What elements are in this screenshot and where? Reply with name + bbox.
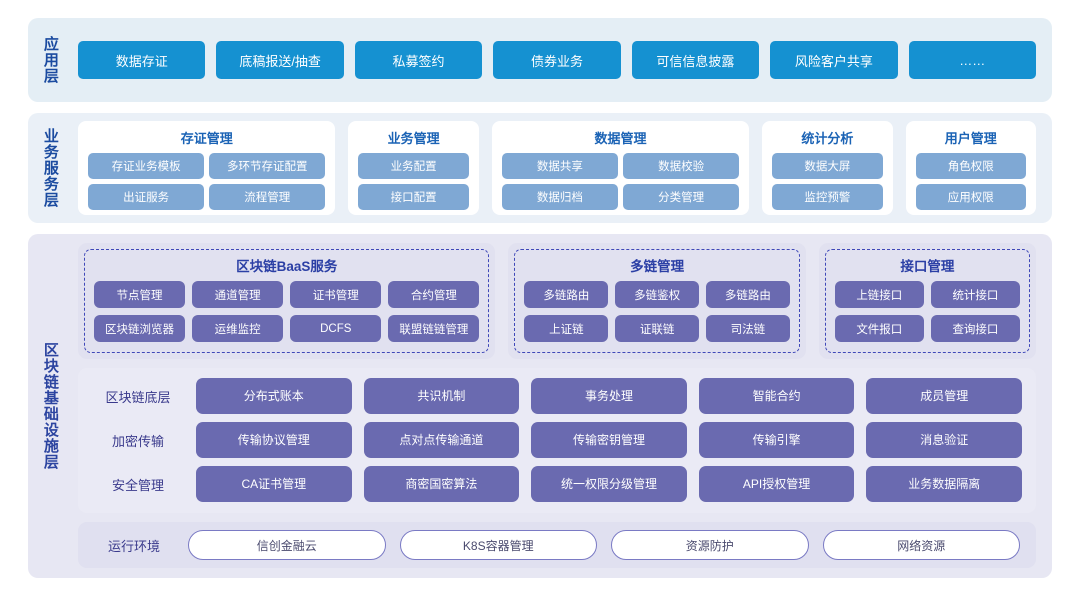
business-card-title: 统计分析: [801, 131, 854, 146]
business-card-title: 存证管理: [180, 131, 233, 146]
matrix-chain-1[interactable]: 共识机制: [363, 378, 520, 414]
interface-group-title: 接口管理: [900, 259, 955, 274]
matrix-transport-1[interactable]: 点对点传输通道: [363, 422, 520, 458]
biz-item-evidence-3[interactable]: 流程管理: [209, 184, 326, 210]
matrix-security-4[interactable]: 业务数据隔离: [866, 466, 1022, 502]
baas-group-title: 区块链BaaS服务: [236, 259, 338, 274]
business-card-title: 数据管理: [594, 131, 647, 146]
business-service-layer-label: 业务服务层: [41, 128, 59, 208]
interface-item-3[interactable]: 查询接口: [930, 315, 1020, 342]
business-card-data: 数据管理 数据共享 数据校验 数据归档 分类管理: [491, 121, 750, 215]
multichain-item-0[interactable]: 多链路由: [524, 281, 609, 308]
matrix-chain-0[interactable]: 分布式账本: [196, 378, 352, 414]
app-item-0[interactable]: 数据存证: [78, 41, 206, 79]
multichain-item-4[interactable]: 证联链: [615, 315, 699, 342]
matrix-transport-4[interactable]: 消息验证: [866, 422, 1022, 458]
multichain-group-title: 多链管理: [630, 259, 685, 274]
baas-item-7[interactable]: 联盟链链管理: [388, 315, 480, 342]
business-card-business: 业务管理 业务配置 接口配置: [348, 121, 479, 215]
application-layer-label: 应用层: [41, 36, 59, 84]
runtime-item-2[interactable]: 资源防护: [611, 530, 809, 560]
application-items: 数据存证 底稿报送/抽查 私募签约 债券业务 可信信息披露 风险客户共享 ……: [72, 18, 1052, 102]
matrix-security-1[interactable]: 商密国密算法: [363, 466, 520, 502]
baas-item-1[interactable]: 通道管理: [192, 281, 284, 308]
baas-item-4[interactable]: 区块链浏览器: [94, 315, 186, 342]
matrix-row-label-transport: 加密传输: [111, 433, 164, 449]
runtime-item-0[interactable]: 信创金融云: [188, 530, 386, 560]
business-cards: 存证管理 存证业务模板 多环节存证配置 出证服务 流程管理 业务管理 业务配置 …: [72, 113, 1052, 223]
matrix-security-2[interactable]: 统一权限分级管理: [531, 466, 687, 502]
matrix-chain-2[interactable]: 事务处理: [531, 378, 687, 414]
biz-item-business-0[interactable]: 业务配置: [358, 153, 469, 179]
app-item-4[interactable]: 可信信息披露: [631, 41, 760, 79]
business-service-layer: 业务服务层 存证管理 存证业务模板 多环节存证配置 出证服务 流程管理 业务管理…: [28, 113, 1052, 223]
matrix-row-label-chain: 区块链底层: [105, 389, 171, 405]
app-item-more[interactable]: ……: [908, 41, 1036, 79]
biz-item-business-1[interactable]: 接口配置: [358, 184, 469, 210]
multichain-item-1[interactable]: 多链鉴权: [615, 281, 699, 308]
interface-item-1[interactable]: 统计接口: [930, 281, 1020, 308]
app-item-5[interactable]: 风险客户共享: [770, 41, 898, 79]
baas-item-3[interactable]: 合约管理: [388, 281, 480, 308]
baas-group: 区块链BaaS服务 节点管理 通道管理 证书管理 合约管理 区块链浏览器 运维监…: [84, 249, 490, 353]
infrastructure-service-groups: 区块链BaaS服务 节点管理 通道管理 证书管理 合约管理 区块链浏览器 运维监…: [78, 243, 1036, 359]
multichain-item-5[interactable]: 司法链: [705, 315, 790, 342]
business-card-title: 业务管理: [387, 131, 440, 146]
infrastructure-capability-matrix: 区块链底层 分布式账本 共识机制 事务处理 智能合约 成员管理 加密传输 传输协…: [78, 368, 1036, 513]
matrix-security-0[interactable]: CA证书管理: [196, 466, 352, 502]
multichain-item-2[interactable]: 多链路由: [705, 281, 790, 308]
blockchain-infrastructure-layer-label: 区块链基础设施层: [41, 342, 59, 470]
biz-item-evidence-2[interactable]: 出证服务: [88, 184, 205, 210]
runtime-item-1[interactable]: K8S容器管理: [399, 530, 597, 560]
interface-item-0[interactable]: 上链接口: [834, 281, 924, 308]
multichain-group-wrapper: 多链管理 多链路由 多链鉴权 多链路由 上证链 证联链 司法链: [508, 243, 806, 359]
runtime-item-3[interactable]: 网络资源: [822, 530, 1020, 560]
matrix-chain-4[interactable]: 成员管理: [866, 378, 1022, 414]
matrix-transport-3[interactable]: 传输引擎: [698, 422, 855, 458]
biz-item-data-0[interactable]: 数据共享: [501, 153, 618, 179]
blockchain-infrastructure-layer: 区块链基础设施层 区块链BaaS服务 节点管理 通道管理 证书管理 合约管理: [28, 234, 1052, 578]
matrix-security-3[interactable]: API授权管理: [698, 466, 855, 502]
business-card-statistics: 统计分析 数据大屏 监控预警: [762, 121, 893, 215]
interface-group: 接口管理 上链接口 统计接口 文件报口 查询接口: [824, 249, 1030, 353]
biz-item-user-0[interactable]: 角色权限: [915, 153, 1026, 179]
multichain-item-3[interactable]: 上证链: [524, 315, 609, 342]
business-card-evidence: 存证管理 存证业务模板 多环节存证配置 出证服务 流程管理: [78, 121, 336, 215]
app-item-1[interactable]: 底稿报送/抽查: [216, 41, 344, 79]
baas-group-wrapper: 区块链BaaS服务 节点管理 通道管理 证书管理 合约管理 区块链浏览器 运维监…: [78, 243, 496, 359]
matrix-row-label-security: 安全管理: [111, 477, 164, 493]
baas-item-5[interactable]: 运维监控: [192, 315, 284, 342]
business-card-title: 用户管理: [944, 131, 997, 146]
biz-item-data-1[interactable]: 数据校验: [622, 153, 740, 179]
biz-item-data-3[interactable]: 分类管理: [622, 184, 740, 210]
biz-item-user-1[interactable]: 应用权限: [915, 184, 1026, 210]
interface-group-wrapper: 接口管理 上链接口 统计接口 文件报口 查询接口: [818, 243, 1036, 359]
baas-item-0[interactable]: 节点管理: [94, 281, 186, 308]
interface-item-2[interactable]: 文件报口: [834, 315, 924, 342]
business-card-user: 用户管理 角色权限 应用权限: [905, 121, 1036, 215]
matrix-chain-3[interactable]: 智能合约: [698, 378, 855, 414]
biz-item-data-2[interactable]: 数据归档: [501, 184, 618, 210]
matrix-transport-0[interactable]: 传输协议管理: [196, 422, 352, 458]
baas-item-2[interactable]: 证书管理: [290, 281, 382, 308]
baas-item-6[interactable]: DCFS: [290, 315, 382, 342]
application-layer: 应用层 数据存证 底稿报送/抽查 私募签约 债券业务 可信信息披露 风险客户共享…: [28, 18, 1052, 102]
runtime-environment-row: 运行环境 信创金融云 K8S容器管理 资源防护 网络资源: [78, 522, 1036, 568]
biz-item-statistics-1[interactable]: 监控预警: [772, 184, 883, 210]
multichain-group: 多链管理 多链路由 多链鉴权 多链路由 上证链 证联链 司法链: [514, 249, 800, 353]
biz-item-evidence-0[interactable]: 存证业务模板: [88, 153, 205, 179]
matrix-transport-2[interactable]: 传输密钥管理: [531, 422, 687, 458]
biz-item-statistics-0[interactable]: 数据大屏: [772, 153, 883, 179]
biz-item-evidence-1[interactable]: 多环节存证配置: [209, 153, 326, 179]
app-item-2[interactable]: 私募签约: [354, 41, 483, 79]
runtime-environment-label: 运行环境: [107, 538, 160, 554]
app-item-3[interactable]: 债券业务: [493, 41, 621, 79]
